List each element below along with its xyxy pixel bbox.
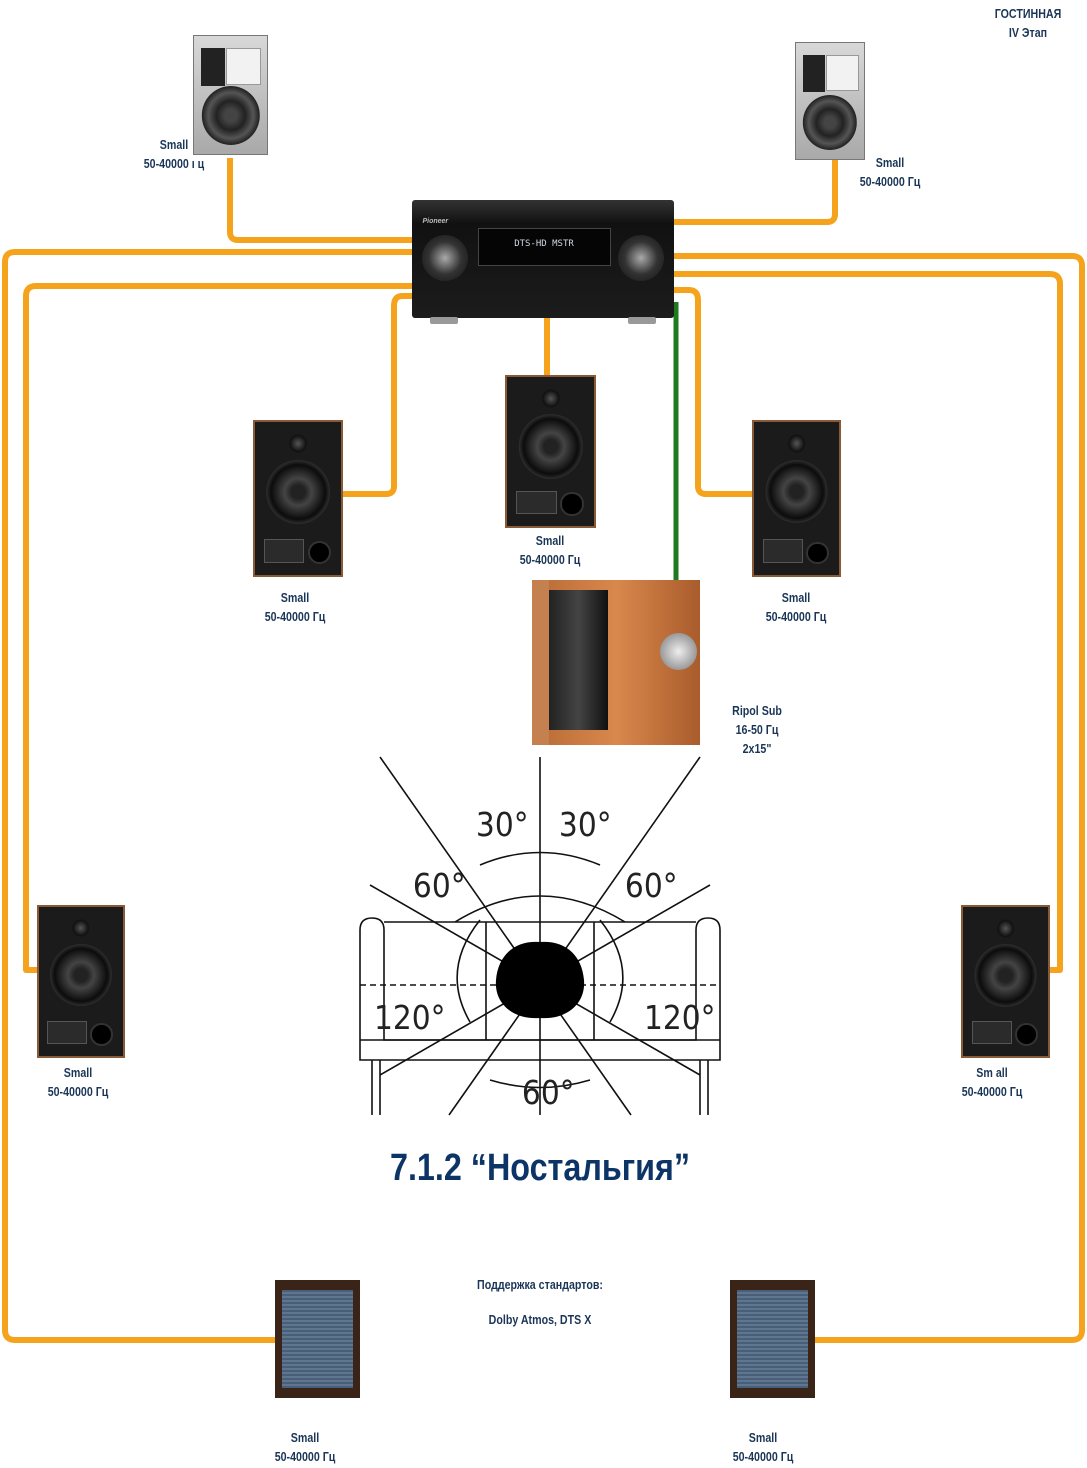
wire-surround-left [23,283,412,973]
speaker-surround-left [37,905,125,1058]
angle-120-right: 120° [643,998,716,1037]
standards-heading: Поддержка стандартов: [477,1277,603,1292]
angle-60-left: 60° [412,866,466,905]
page-title: 7.1.2 “Ностальгия” [389,1147,691,1189]
wire-top-right [672,160,838,225]
receiver-brand: Pioneer [422,217,449,225]
speaker-rear-right [730,1280,815,1398]
wire-front-left [343,293,412,497]
angle-60-right: 60° [624,866,678,905]
av-receiver: Pioneer DTS-HD MSTR [412,200,674,324]
speaker-front-left [253,420,343,577]
speaker-center [505,375,596,528]
wire-front-right [672,287,754,497]
volume-knob-icon [422,235,468,282]
speaker-front-right [752,420,841,577]
woofer-icon [802,95,858,150]
standards: Поддержка стандартов: Dolby Atmos, DTS X [463,1273,617,1331]
speaker-top-left [193,35,268,155]
subwoofer [532,580,700,745]
speaker-rear-left [275,1280,360,1398]
angle-30-right: 30° [558,805,612,844]
wire-surround-right [672,271,1063,973]
room-stage: IV Этап [1008,25,1048,40]
listener-head [495,941,585,1019]
standards-list: Dolby Atmos, DTS X [488,1312,592,1327]
wire-rear-right [672,253,1085,1343]
listening-angle-diagram [359,756,721,1116]
speaker-top-right [795,42,865,160]
receiver-display: DTS-HD MSTR [477,228,611,266]
room-label: ГОСТИННАЯ IV Этап [987,4,1068,42]
input-knob-icon [618,235,664,282]
wire-top-left [227,158,412,243]
angle-30-left: 30° [475,805,529,844]
room-name: ГОСТИННАЯ [994,6,1062,21]
speaker-surround-right [961,905,1050,1058]
angle-60-back: 60° [521,1073,575,1112]
angle-120-left: 120° [373,998,446,1037]
wire-rear-left [2,249,412,1343]
woofer-icon [201,86,260,145]
